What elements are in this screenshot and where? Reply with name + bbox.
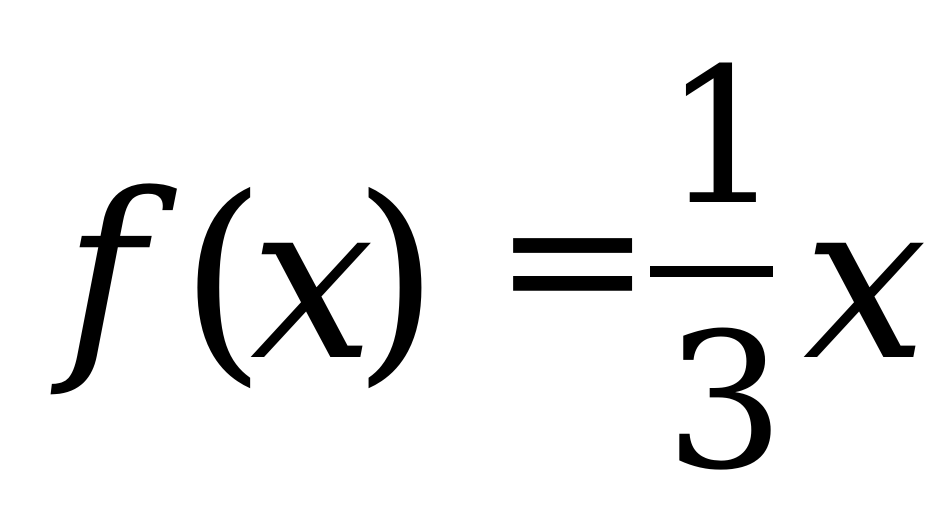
equals-sign: = [493, 148, 653, 369]
function-symbol-f: f [64, 148, 145, 401]
fraction-denominator: 3 [665, 293, 785, 512]
left-parenthesis: ( [180, 150, 266, 406]
multiplied-variable-x: x [803, 153, 928, 409]
fraction-numerator: 1 [663, 28, 783, 247]
function-argument-x: x [250, 153, 375, 409]
fraction-bar [650, 266, 773, 277]
right-parenthesis: ) [353, 150, 439, 406]
